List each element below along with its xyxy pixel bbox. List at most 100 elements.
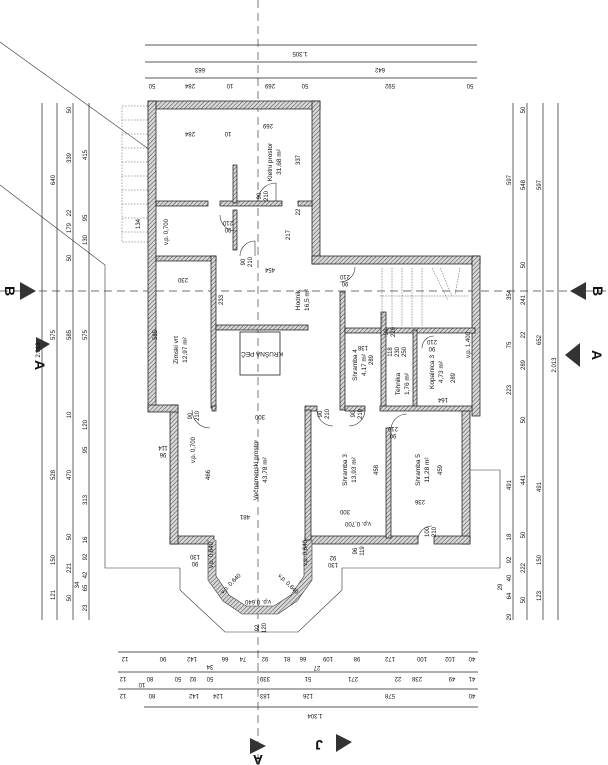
section-a-bottom-label: A — [253, 752, 263, 765]
dimension-label: 42 — [83, 571, 89, 578]
dimension-label: 458 — [374, 464, 380, 475]
room-name: Hodnik — [295, 289, 302, 310]
dimension-label: 138 — [357, 344, 368, 350]
dimension-label: 100 — [425, 526, 431, 537]
dimension-label: 22 — [521, 331, 527, 338]
dimension-label: 337 — [296, 154, 302, 165]
dimension-label: 50 — [174, 675, 181, 681]
exterior-stairs — [121, 105, 149, 243]
dimension-label: 150 — [51, 554, 57, 565]
dimension-label: 642 — [374, 66, 385, 72]
dimension-label: 172 — [384, 655, 395, 661]
dimension-label: 221 — [67, 562, 73, 573]
dimension-label: 339 — [67, 152, 73, 163]
dimension-label: 592 — [384, 82, 395, 88]
dimension-label: 1.305 — [292, 50, 308, 56]
dimension-label: 92 — [189, 675, 196, 681]
dimension-label: 50 — [67, 254, 73, 261]
window-label: v.p. 0,640 — [276, 573, 299, 596]
dimension-label: 90 — [318, 410, 324, 417]
window-label: v.p. 0,640 — [209, 541, 215, 568]
dimension-label: 210 — [339, 273, 350, 279]
dimension-label: 12 — [119, 675, 126, 681]
room-name: Shramba 3 — [342, 454, 349, 486]
dimension-label: 210 — [195, 410, 201, 421]
dimension-label: 90 — [159, 655, 166, 661]
dimension-label: 50 — [67, 533, 73, 540]
dimension-label: 470 — [67, 469, 73, 480]
dimension-label: 34 — [75, 581, 81, 588]
dimension-label: 16 — [83, 536, 89, 543]
dimension-label: 130 — [83, 234, 89, 245]
dimension-label: 354 — [507, 289, 513, 300]
room-area: 12,97 m² — [182, 336, 189, 362]
dimension-label: 491 — [507, 479, 513, 490]
dimension-label: 271 — [347, 675, 358, 681]
dimension-label: 415 — [83, 149, 89, 160]
dimension-label: 313 — [83, 494, 89, 505]
dimension-label: 210 — [358, 408, 364, 419]
dimension-label: 102 — [444, 655, 455, 661]
dimension-label: 118 — [388, 347, 394, 357]
site-outline — [0, 41, 501, 633]
dimension-label: 50 — [521, 106, 527, 113]
dimension-label: 124 — [212, 692, 223, 698]
dimension-label: 29 — [507, 613, 513, 620]
dimension-label: 236 — [414, 498, 425, 504]
dimension-label: 66 — [299, 655, 306, 661]
dimension-label: 210 — [426, 338, 437, 344]
room-area: 1,76 m² — [404, 372, 411, 395]
dimension-label: 64 — [507, 592, 513, 599]
dimension-label: 210 — [264, 190, 270, 201]
room-name: Zimski vrt — [173, 336, 180, 364]
room-area: 4,73 m² — [438, 360, 445, 383]
dimension-label: 98 — [353, 655, 360, 661]
section-a-right-label: A — [589, 350, 605, 360]
dimension-label: 210 — [222, 219, 233, 225]
dimension-label: 120 — [262, 622, 268, 633]
dimension-label: 126 — [302, 692, 313, 698]
dimension-label: 23 — [83, 604, 89, 611]
dimension-label: 441 — [521, 474, 527, 485]
dimension-label: 18 — [507, 533, 513, 540]
dimension-label: 123 — [537, 590, 543, 601]
room-area: 4,17 m² — [361, 353, 368, 376]
dimension-label: 289 — [369, 354, 375, 365]
dimension-label: 80 — [148, 692, 155, 698]
dimension-label: 210 — [391, 326, 397, 337]
room-name: Shramba 5 — [415, 454, 422, 486]
dimension-label: 109 — [322, 655, 333, 661]
dimension-label: 289 — [451, 372, 457, 383]
dimension-label: 80 — [146, 675, 153, 681]
dimension-label: 114 — [158, 444, 168, 450]
dimension-label: 81 — [283, 655, 290, 661]
dimension-label: 90 — [191, 560, 198, 566]
dimension-label: 50 — [301, 82, 308, 88]
dimension-label: 90 — [188, 412, 194, 419]
room-area: 31,68 m² — [276, 148, 283, 174]
dimension-label: 119 — [360, 546, 366, 556]
dimension-label: 50 — [521, 596, 527, 603]
dimension-label: 217 — [286, 229, 292, 240]
dimension-label: 22 — [296, 208, 302, 215]
dimension-label: 210 — [325, 408, 331, 419]
dimension-label: 183 — [259, 692, 270, 698]
dimension-label: 491 — [537, 481, 543, 492]
section-b-left-label: B — [2, 286, 18, 296]
dimension-label: 179 — [67, 222, 73, 233]
dimension-label: 2.013 — [36, 342, 42, 358]
dimension-label: 640 — [51, 174, 57, 185]
section-b-right-marker — [570, 282, 586, 300]
dimension-label: 466 — [206, 469, 212, 480]
dimension-label: 49 — [448, 675, 455, 681]
dimension-label: 12 — [119, 692, 126, 698]
dimension-label: 90 — [389, 432, 396, 438]
dimension-label: 222 — [521, 562, 527, 573]
room-area: 13,93 m² — [351, 456, 358, 482]
dimension-label: 300 — [254, 413, 265, 419]
dimension-label: 90 — [351, 410, 357, 417]
window-label: v.p. 0,640 — [220, 573, 243, 596]
dimension-label: 22 — [67, 209, 73, 216]
dimension-label: 50 — [67, 594, 73, 601]
